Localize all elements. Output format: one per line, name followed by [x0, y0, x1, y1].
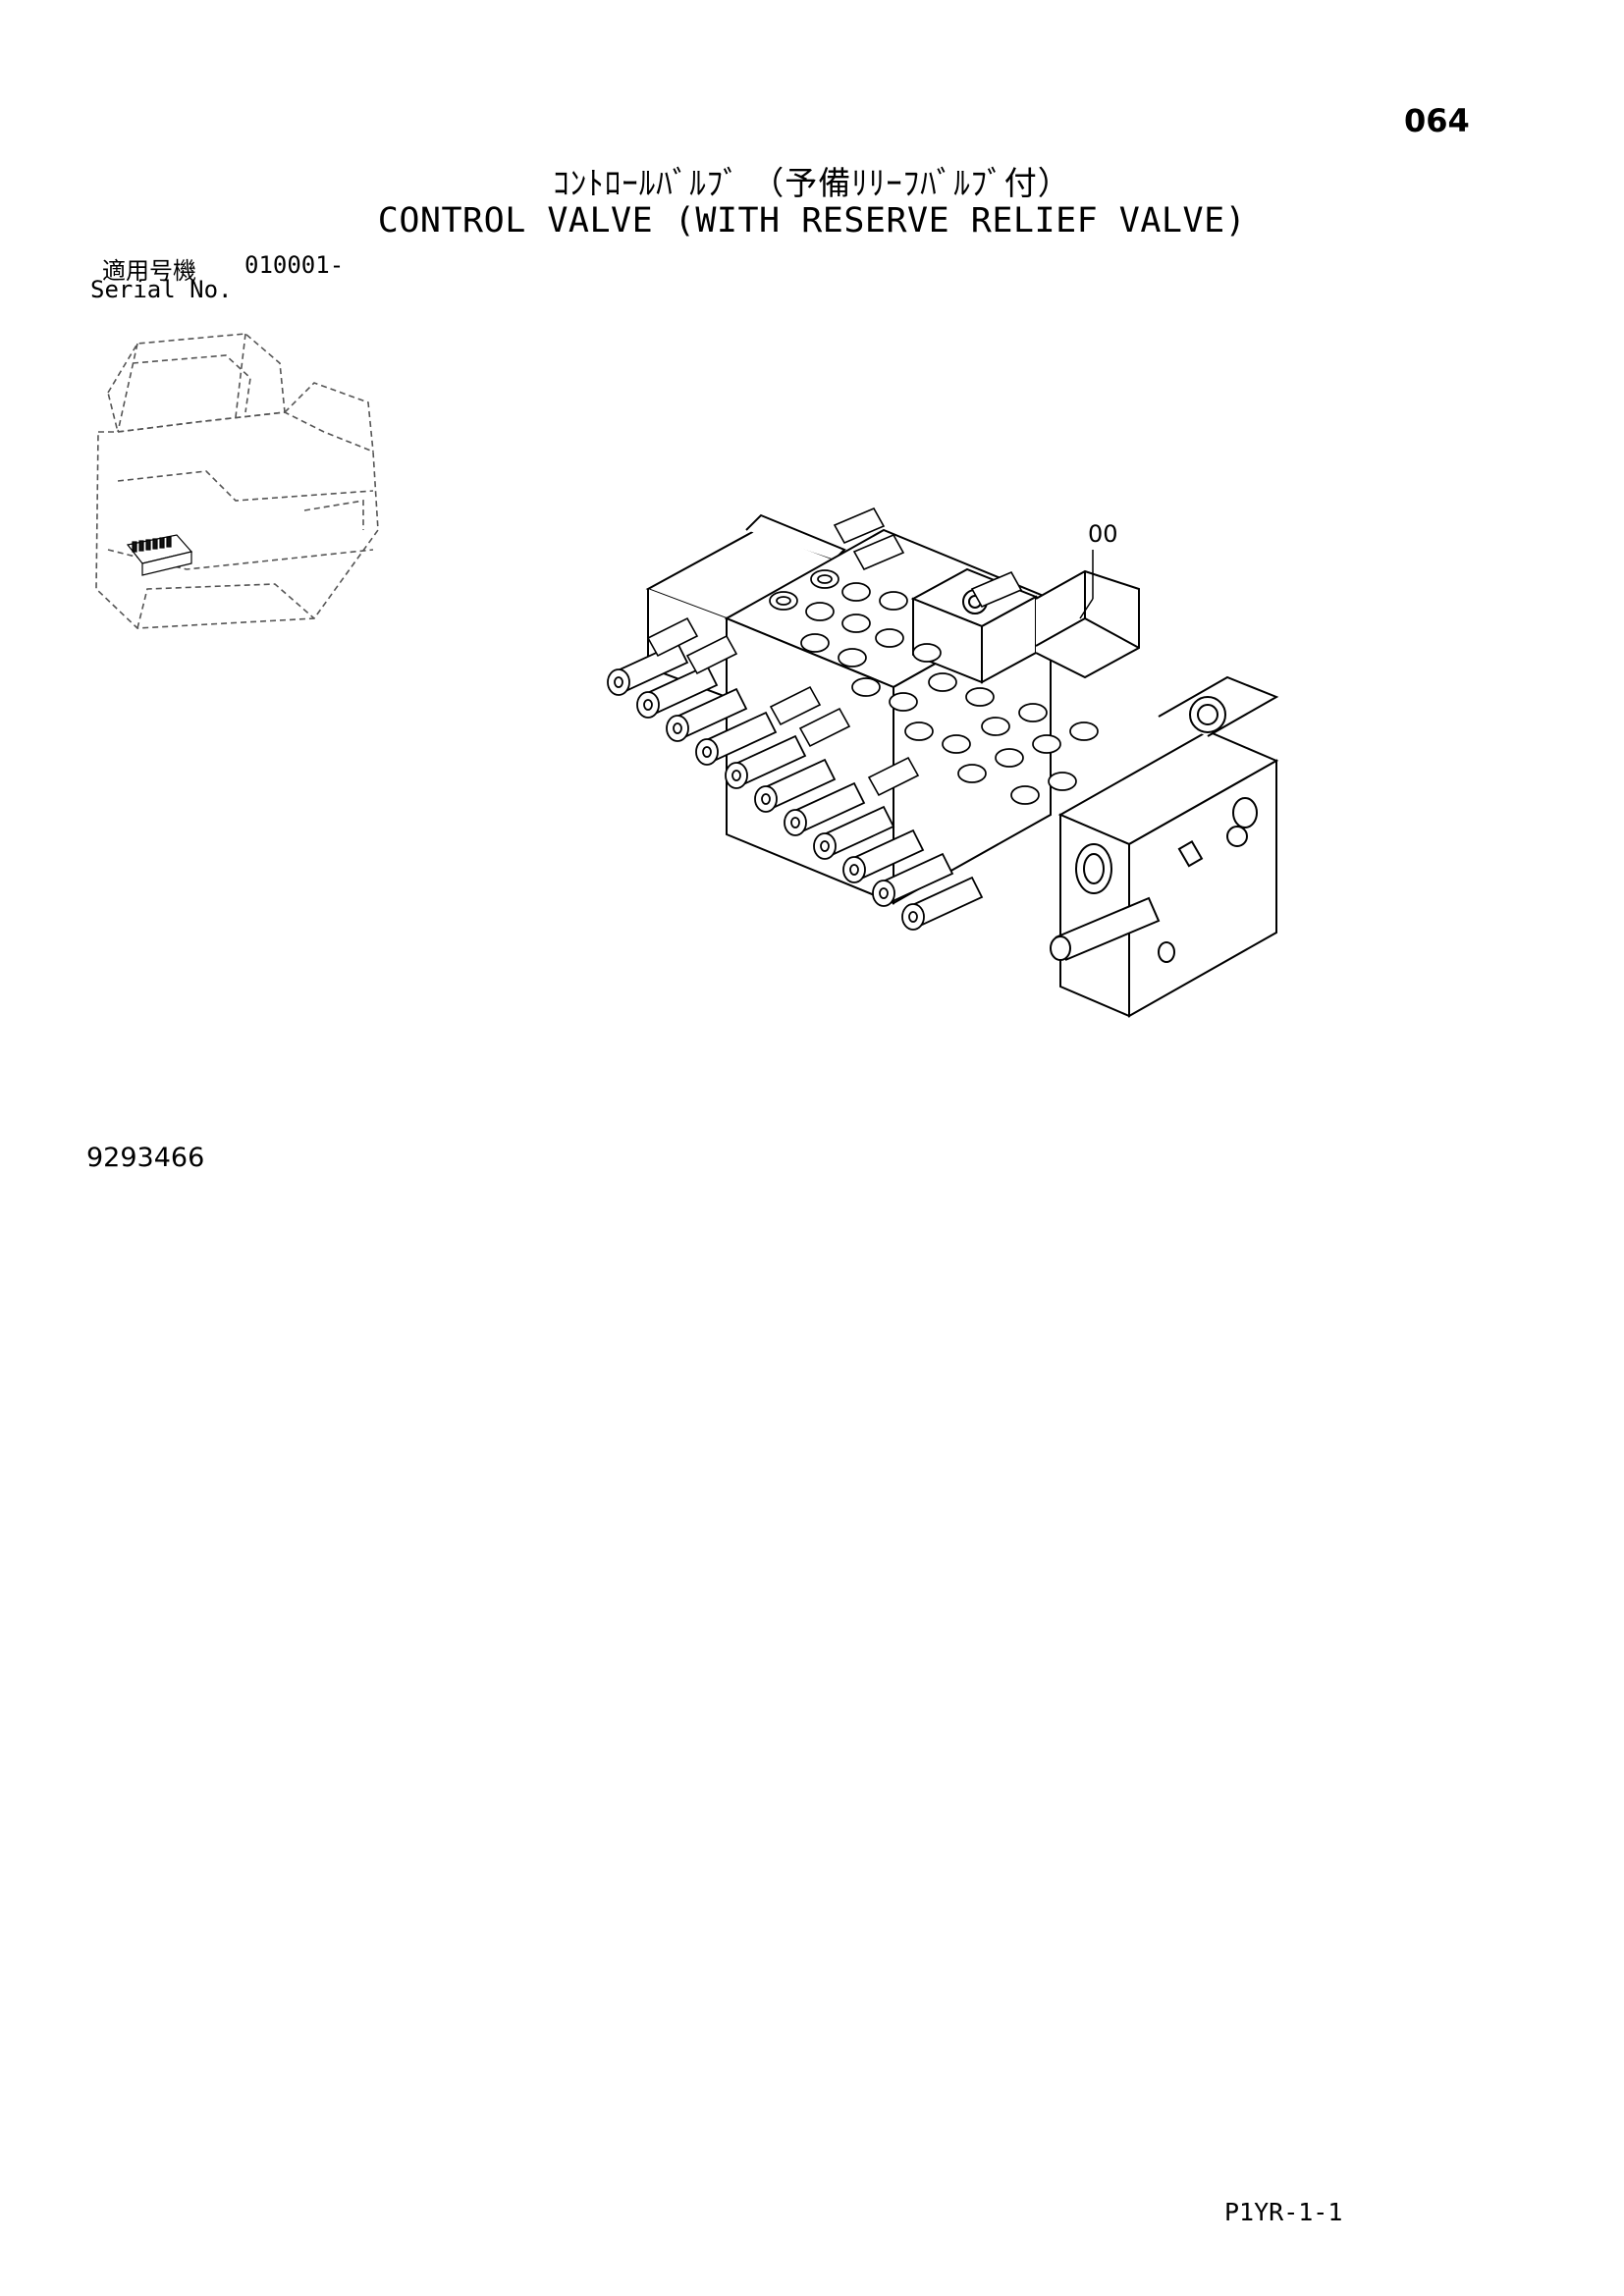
callout-label: 00 [1088, 520, 1118, 548]
part-number: 9293466 [86, 1143, 205, 1173]
title-japanese: ｺﾝﾄﾛｰﾙﾊﾞﾙﾌﾞ （予備ﾘﾘｰﾌﾊﾞﾙﾌﾞ付） [553, 164, 1071, 202]
control-valve-drawing [607, 507, 1279, 1018]
serial-label-japanese: 適用号機 [102, 257, 196, 285]
page-number: 064 [1404, 102, 1470, 139]
serial-range: 010001- [244, 251, 345, 279]
figure-code: P1YR-1-1 [1224, 2198, 1343, 2226]
title-english: CONTROL VALVE (WITH RESERVE RELIEF VALVE… [377, 201, 1247, 240]
serial-label-english: Serial No. [90, 276, 233, 303]
excavator-location-icon [95, 333, 379, 629]
